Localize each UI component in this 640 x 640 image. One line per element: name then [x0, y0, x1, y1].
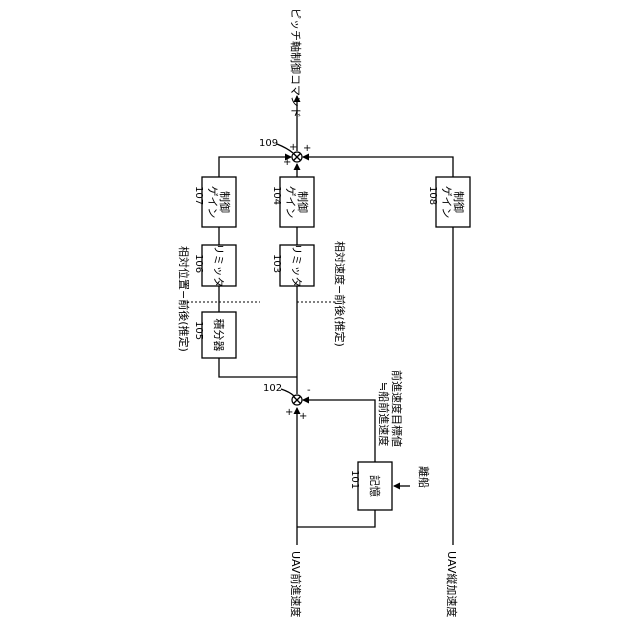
wire-to-integrator [219, 358, 297, 377]
block-gain-108-line2: ゲイン [440, 186, 453, 219]
ref-109: 109 [259, 138, 278, 149]
ref-108: 108 [427, 186, 438, 205]
ref-107: 107 [193, 186, 204, 205]
sign-sum-plus-3: + [303, 143, 311, 154]
sign-sub-minus: - [307, 385, 311, 396]
block-gain-104-line1: 制御 [296, 191, 310, 213]
block-integrator-label: 積分器 [212, 319, 226, 352]
label-uav-vertical-acceleration: UAV縦加速度 [445, 551, 459, 617]
block-memory-label: 記憶 [368, 475, 382, 497]
wire-memory-to-subtractor [303, 400, 375, 462]
block-gain-108-line1: 制御 [452, 191, 466, 213]
label-target-velocity-2: ≒船前進速度 [377, 382, 391, 446]
ref-106: 106 [193, 254, 204, 273]
block-gain-107-line2: ゲイン [206, 186, 219, 219]
label-takeoff: 離船 [417, 466, 431, 488]
block-gain-107-line1: 制御 [218, 191, 232, 213]
label-pitch-command: ピッチ軸制御コマンド [289, 8, 303, 118]
ref-103: 103 [271, 254, 282, 273]
sign-sum-plus-1: + [283, 157, 291, 168]
block-limiter-103-label: リミッタ [290, 244, 303, 288]
block-limiter-106-label: リミッタ [212, 244, 225, 288]
sign-sum-plus-2: + [289, 142, 297, 153]
ref-104: 104 [271, 186, 282, 205]
ref-102: 102 [263, 383, 282, 394]
leader-102 [281, 389, 294, 396]
label-relative-velocity: 相対速度−前後(推定) [333, 241, 347, 347]
wire-to-memory [297, 510, 375, 527]
ref-101: 101 [349, 470, 360, 489]
block-gain-104-line2: ゲイン [284, 186, 297, 219]
label-target-velocity-1: 前進速度目標値 [390, 370, 404, 447]
label-relative-position: 相対位置−前後(推定) [177, 246, 191, 352]
label-uav-forward-velocity: UAV前進速度 [289, 551, 303, 617]
sign-sub-plus-1: + [285, 407, 293, 418]
wire-gain108-to-summer [303, 157, 453, 177]
sign-sub-plus-2: + [299, 411, 307, 422]
ref-105: 105 [193, 321, 204, 340]
wire-gain107-to-summer [219, 157, 291, 177]
